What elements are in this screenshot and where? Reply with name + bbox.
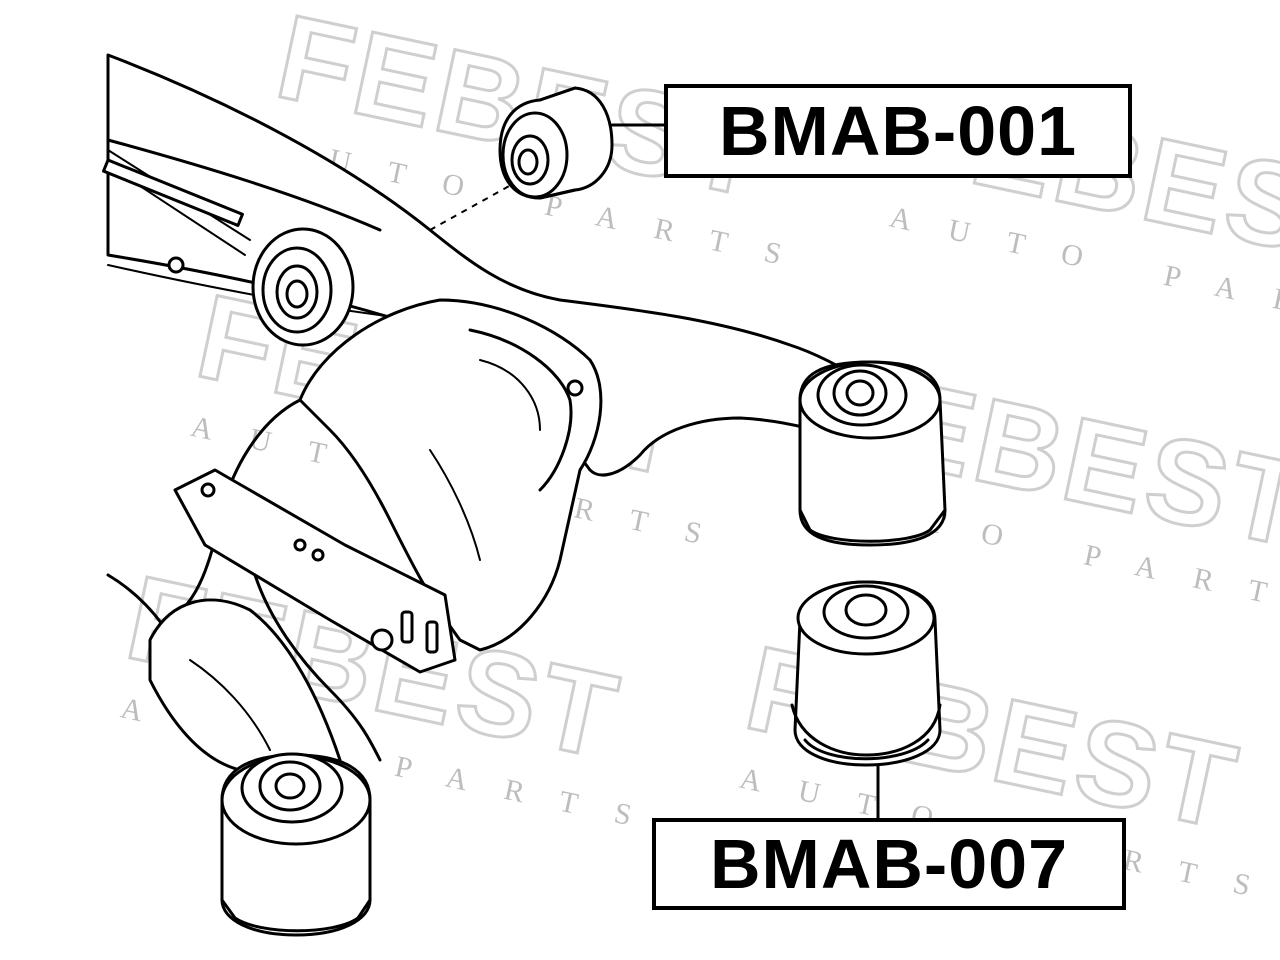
part-number-label-top: BMAB-001 xyxy=(664,84,1132,178)
arm-pivot-bushing xyxy=(251,227,355,347)
part-bmab-007 xyxy=(790,580,942,767)
subframe-hole xyxy=(566,379,584,397)
knuckle-bushing xyxy=(220,752,372,937)
arm-slot xyxy=(102,158,244,227)
part-bmab-001 xyxy=(498,86,614,200)
bracket-plate xyxy=(173,468,457,762)
part-number-label-bottom: BMAB-007 xyxy=(652,818,1126,910)
arm-end-bushing xyxy=(798,360,947,547)
knuckle-body xyxy=(148,598,342,772)
arm-hole xyxy=(167,256,185,274)
